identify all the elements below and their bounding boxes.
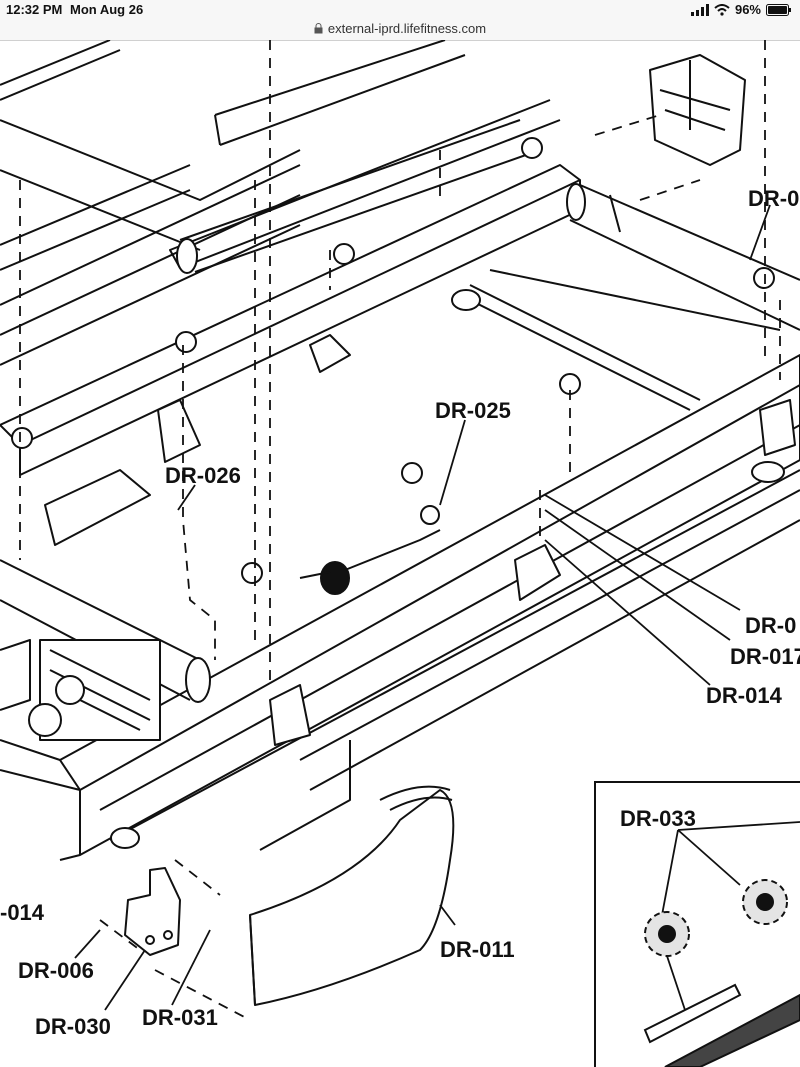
label-dr-025: DR-025 <box>435 398 511 423</box>
label-dr-014-left: -014 <box>0 900 45 925</box>
label-dr-014-right: DR-014 <box>706 683 783 708</box>
lock-icon <box>314 23 323 34</box>
label-dr-030: DR-030 <box>35 1014 111 1039</box>
status-bar: 12:32 PM Mon Aug 26 96% <box>0 0 800 20</box>
status-time: 12:32 PM <box>6 2 63 17</box>
assembly-lines <box>19 40 781 1021</box>
housing-part <box>649 54 746 166</box>
cross-member <box>469 269 781 411</box>
detail-inset <box>594 781 800 1067</box>
status-date: Mon Aug 26 <box>70 2 144 17</box>
exploded-parts-diagram: DR-025 DR-026 DR-0 DR-017 DR-014 DR-0 -0… <box>0 40 800 1067</box>
wifi-icon <box>714 3 730 16</box>
signal-icon <box>690 3 709 16</box>
bracket-dr030 <box>124 867 181 956</box>
motor-cover <box>249 785 455 1006</box>
top-roller <box>176 119 541 274</box>
battery-icon <box>766 3 791 16</box>
clamps <box>11 137 775 584</box>
feet <box>110 289 785 849</box>
battery-percent: 96% <box>734 2 761 17</box>
label-dr-031: DR-031 <box>142 1005 218 1030</box>
main-frame-rail <box>0 354 800 861</box>
label-dr-017: DR-017 <box>730 644 800 669</box>
status-right: 96% <box>690 2 792 17</box>
brackets <box>44 334 796 746</box>
drive-motor <box>0 559 211 741</box>
label-dr-0-top: DR-0 <box>748 186 799 211</box>
spring-assembly <box>299 529 441 595</box>
right-roller <box>566 183 800 331</box>
leader-lines <box>74 204 800 1011</box>
url-text: external-iprd.lifefitness.com <box>327 21 487 36</box>
label-dr-033: DR-033 <box>620 806 696 831</box>
label-dr-026: DR-026 <box>165 463 241 488</box>
label-dr-011: DR-011 <box>440 937 515 962</box>
top-rail <box>0 40 466 146</box>
label-dr-006: DR-006 <box>18 958 94 983</box>
lower-rail <box>259 489 800 851</box>
address-bar[interactable]: external-iprd.lifefitness.com <box>0 20 800 41</box>
label-dr-0-mid: DR-0 <box>745 613 796 638</box>
